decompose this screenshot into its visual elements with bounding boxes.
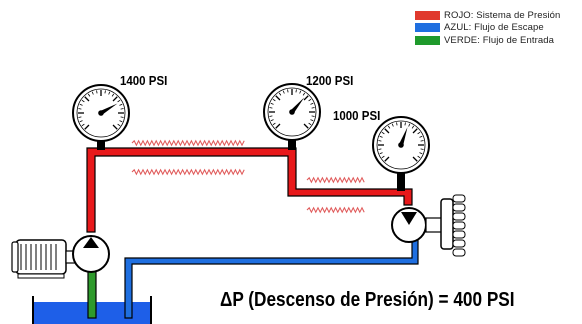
- pressure-gauge-icon: [372, 116, 430, 174]
- gauge-reading-2: 1200 PSI: [306, 74, 354, 88]
- pressure-gauge-icon: [263, 83, 321, 141]
- hydraulic-motor-icon: [391, 194, 466, 257]
- legend-swatch-blue: [415, 23, 440, 33]
- legend-item-red: ROJO: Sistema de Presión: [415, 9, 560, 22]
- gauge-stem: [97, 138, 105, 150]
- electric-motor-icon: [11, 239, 77, 279]
- legend-label: AZUL: Flujo de Escape: [444, 22, 544, 34]
- legend: ROJO: Sistema de Presión AZUL: Flujo de …: [415, 9, 560, 47]
- legend-swatch-red: [415, 10, 440, 20]
- pressure-drop-equation: ΔP (Descenso de Presión) = 400 PSI: [220, 289, 515, 311]
- wave-mark: [306, 206, 365, 214]
- legend-label: VERDE: Flujo de Entrada: [444, 34, 555, 46]
- gauge-stem: [288, 136, 296, 150]
- pressure-line: [86, 147, 413, 233]
- gauge-reading-1: 1400 PSI: [120, 74, 168, 88]
- legend-swatch-green: [415, 35, 440, 45]
- pressure-gauge-icon: [72, 84, 130, 142]
- gauge-stem: [397, 171, 405, 191]
- pressure-drop-waves: [131, 139, 365, 214]
- wave-mark: [131, 139, 245, 147]
- legend-item-green: VERDE: Flujo de Entrada: [415, 34, 560, 47]
- pump-icon: [72, 235, 110, 273]
- wave-mark: [131, 168, 245, 176]
- gauge-reading-3: 1000 PSI: [333, 109, 381, 123]
- wave-mark: [306, 176, 365, 184]
- legend-label: ROJO: Sistema de Presión: [444, 9, 561, 21]
- intake-line: [87, 267, 97, 319]
- legend-item-blue: AZUL: Flujo de Escape: [415, 22, 560, 35]
